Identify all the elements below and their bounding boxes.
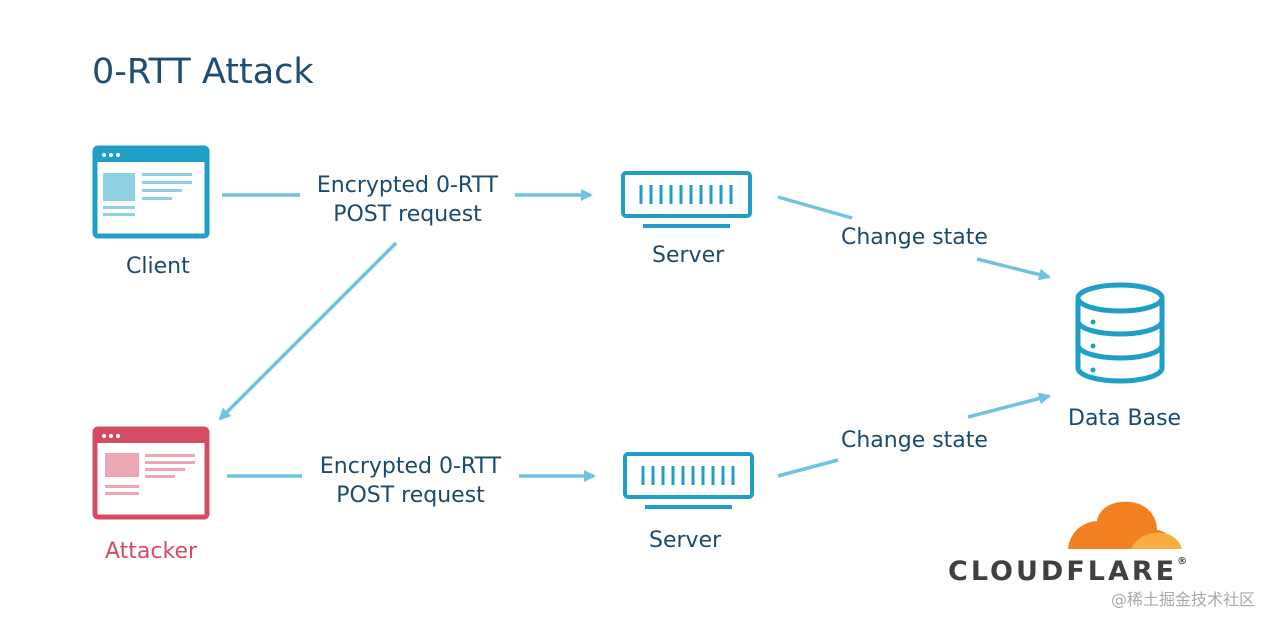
cloudflare-wordmark-text: CLOUDFLARE bbox=[948, 556, 1178, 587]
edges bbox=[218, 189, 1051, 482]
database-icon bbox=[1075, 282, 1165, 384]
server-top-line bbox=[777, 195, 853, 220]
edge-label-change-state-bottom: Change state bbox=[841, 428, 988, 453]
edge-label-change-state-top: Change state bbox=[841, 225, 988, 250]
cloudflare-wordmark: CLOUDFLARE® bbox=[948, 556, 1187, 587]
page-title: 0-RTT Attack bbox=[92, 52, 314, 92]
attacker-label: Attacker bbox=[105, 539, 198, 564]
edge-label-client: Encrypted 0-RTT POST request bbox=[305, 171, 510, 229]
edge-label-attacker-line1: Encrypted 0-RTT bbox=[319, 454, 502, 479]
server-bottom-label: Server bbox=[649, 528, 722, 553]
watermark: @稀土掘金技术社区 bbox=[1110, 590, 1255, 609]
server-top-icon bbox=[621, 171, 752, 228]
server-bottom-icon bbox=[623, 452, 754, 509]
edge-label-attacker-line2: POST request bbox=[336, 483, 485, 508]
server-top-to-db-arrow bbox=[976, 257, 1051, 281]
edge-label-client-line1: Encrypted 0-RTT bbox=[316, 173, 499, 198]
server-bottom-line bbox=[777, 458, 839, 478]
server-bottom-to-db-arrow bbox=[967, 392, 1051, 419]
edge-label-client-line2: POST request bbox=[333, 202, 482, 227]
client-label: Client bbox=[126, 254, 190, 279]
cloudflare-registered-mark: ® bbox=[1177, 556, 1188, 567]
edge-label-attacker: Encrypted 0-RTT POST request bbox=[308, 452, 513, 510]
cloudflare-cloud-icon bbox=[1068, 501, 1182, 552]
attacker-browser-icon bbox=[92, 426, 210, 520]
database-label: Data Base bbox=[1068, 406, 1182, 431]
replay-arrow bbox=[218, 241, 398, 421]
client-browser-icon bbox=[92, 145, 210, 239]
server-top-label: Server bbox=[652, 243, 725, 268]
